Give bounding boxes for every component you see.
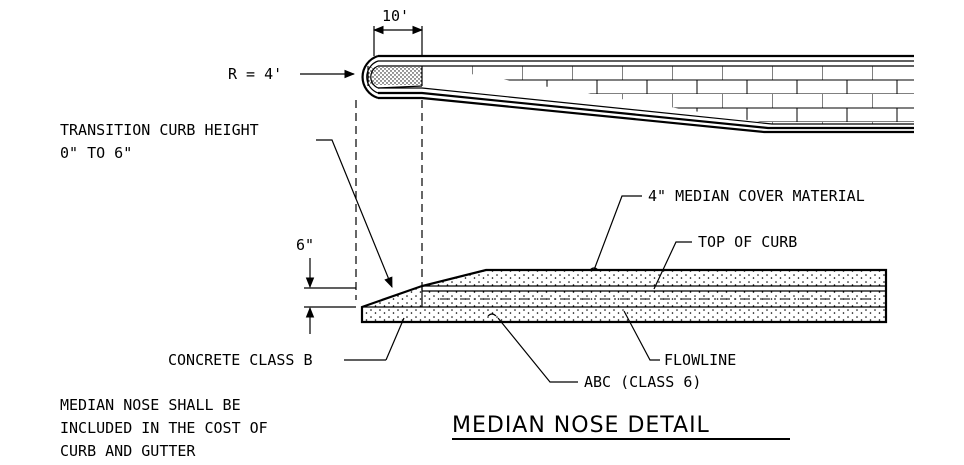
note-line2: INCLUDED IN THE COST OF [60, 419, 268, 437]
nose-stipple [368, 67, 422, 85]
transition-leader [316, 139, 393, 288]
abc-label: ABC (CLASS 6) [584, 373, 701, 391]
section-view [304, 139, 888, 383]
dim-6-label: 6" [296, 236, 314, 254]
cover-material-layer [422, 270, 886, 286]
abc-base-layer [362, 307, 886, 322]
radius-label: R = 4' [228, 65, 282, 83]
concrete-label: CONCRETE CLASS B [168, 351, 313, 369]
detail-title: MEDIAN NOSE DETAIL [452, 413, 710, 438]
note-line3: CURB AND GUTTER [60, 442, 196, 460]
plan-view [300, 25, 914, 134]
note-line1: MEDIAN NOSE SHALL BE [60, 396, 241, 414]
cover-material-label: 4" MEDIAN COVER MATERIAL [648, 187, 865, 205]
flowline-label: FLOWLINE [664, 351, 736, 369]
transition-label-line2: 0" TO 6" [60, 144, 132, 162]
top-of-curb-label: TOP OF CURB [698, 233, 797, 251]
transition-label-line1: TRANSITION CURB HEIGHT [60, 121, 259, 139]
dim-10-label: 10' [382, 7, 409, 25]
